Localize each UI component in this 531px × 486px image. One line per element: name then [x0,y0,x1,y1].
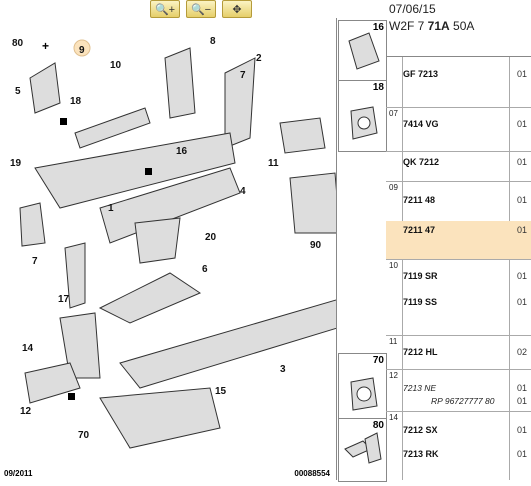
ref-index: 12 [389,371,398,380]
list-item[interactable]: 10 7119 SR 01 7119 SS 01 [386,259,531,336]
thumb-70[interactable]: 70 [338,353,387,423]
ref-index: 14 [389,413,398,422]
callout-15[interactable]: 15 [215,386,227,397]
parts-list: GF 7213 01 07 7414 VG 01 QK 7212 01 09 7… [386,56,531,481]
list-item[interactable]: GF 7213 01 [386,57,531,108]
header: 07/06/15 W2F 7 71A 50A [386,0,531,38]
callout-1[interactable]: 1 [108,203,114,214]
ref-index: 07 [389,109,398,118]
pan-button[interactable]: ✥ [222,0,252,18]
callout-17[interactable]: 17 [58,294,70,305]
zoom-in-button[interactable]: 🔍+ [150,0,180,18]
bolt-icon [344,432,382,464]
thumb-80[interactable]: 80 [338,418,387,482]
ref-index: 11 [389,337,398,346]
qty: 01 [516,449,527,459]
part-number: 7212 HL [403,347,438,357]
callout-3[interactable]: 3 [280,364,286,375]
part-number: QK 7212 [403,157,440,167]
callout-19[interactable]: 19 [10,158,22,169]
qty: 01 [516,157,527,167]
part-number: 7119 SS [403,297,438,307]
thumb-num: 70 [372,355,384,366]
ref-index: 10 [389,261,398,270]
list-item[interactable]: 12 7213 NE 01 RP 96727777 80 01 [386,369,531,412]
part-number: 7211 47 [403,225,436,235]
thumb-18[interactable]: 18 [338,80,387,152]
callout-8[interactable]: 8 [210,36,216,47]
callout-9[interactable]: 9 [79,45,85,56]
thumb-num: 18 [372,82,384,93]
list-item[interactable]: 14 7212 SX 01 7213 RK 01 [386,411,531,481]
nut-icon [350,106,378,140]
qty: 01 [516,297,527,307]
callout-10[interactable]: 10 [110,60,122,71]
callout-90[interactable]: 90 [310,240,322,251]
exploded-view-drawing: + [19,39,371,449]
part-number: 7212 SX [403,425,438,435]
qty: 02 [516,347,527,357]
part-number: 7213 NE [403,383,437,393]
qty: 01 [516,69,527,79]
list-item[interactable]: QK 7212 01 [386,151,531,182]
callout-20[interactable]: 20 [205,232,217,243]
header-code: W2F 7 71A 50A [389,19,474,33]
part-number: 7414 VG [403,119,439,129]
thumb-16[interactable]: 16 [338,20,387,84]
diagram-id: 00088554 [294,469,330,478]
code-prefix: W2F 7 [389,19,428,33]
qty: 01 [516,271,527,281]
callout-16[interactable]: 16 [176,146,188,157]
part-number: 7211 48 [403,195,436,205]
code-suffix: 50A [449,19,475,33]
qty: 01 [516,119,527,129]
thumb-num: 16 [372,22,384,33]
qty: 01 [516,425,527,435]
part-number: RP 96727777 80 [431,396,495,406]
callout-14[interactable]: 14 [22,343,34,354]
thumbnail-strip: 16 18 70 80 [336,18,387,482]
toolbar: 🔍+ 🔍− ✥ [150,0,270,18]
qty: 01 [516,195,527,205]
callout-7-top[interactable]: 7 [240,70,246,81]
callout-2[interactable]: 2 [256,53,262,64]
part-number: GF 7213 [403,69,439,79]
diagram-date: 09/2011 [4,469,33,478]
list-item[interactable]: 11 7212 HL 02 [386,335,531,370]
callout-11[interactable]: 11 [268,158,279,169]
callout-18[interactable]: 18 [70,96,82,107]
callout-80[interactable]: 80 [12,38,24,49]
bracket-icon [348,32,380,70]
list-item[interactable]: 07 7414 VG 01 [386,107,531,152]
callout-6[interactable]: 6 [202,264,208,275]
code-bold: 71A [427,19,450,33]
callout-70[interactable]: 70 [78,430,90,441]
qty: 01 [516,225,527,235]
thumb-num: 80 [372,420,384,431]
list-item[interactable]: 09 7211 48 01 [386,181,531,222]
list-item-selected[interactable]: 7211 47 01 [386,221,531,260]
callout-12[interactable]: 12 [20,406,32,417]
header-date: 07/06/15 [389,2,436,16]
part-number: 7213 RK [403,449,439,459]
callout-5[interactable]: 5 [15,86,21,97]
ref-index: 09 [389,183,398,192]
callout-7-left[interactable]: 7 [32,256,38,267]
parts-diagram[interactable]: + 80 9 8 10 2 5 18 7 16 11 19 1 4 90 20 … [0,18,371,480]
qty: 01 [516,383,527,393]
zoom-out-button[interactable]: 🔍− [186,0,216,18]
callout-4[interactable]: 4 [240,186,246,197]
part-number: 7119 SR [403,271,438,281]
qty: 01 [516,396,527,406]
nut-flange-icon [350,377,378,411]
svg-text:+: + [42,39,49,53]
